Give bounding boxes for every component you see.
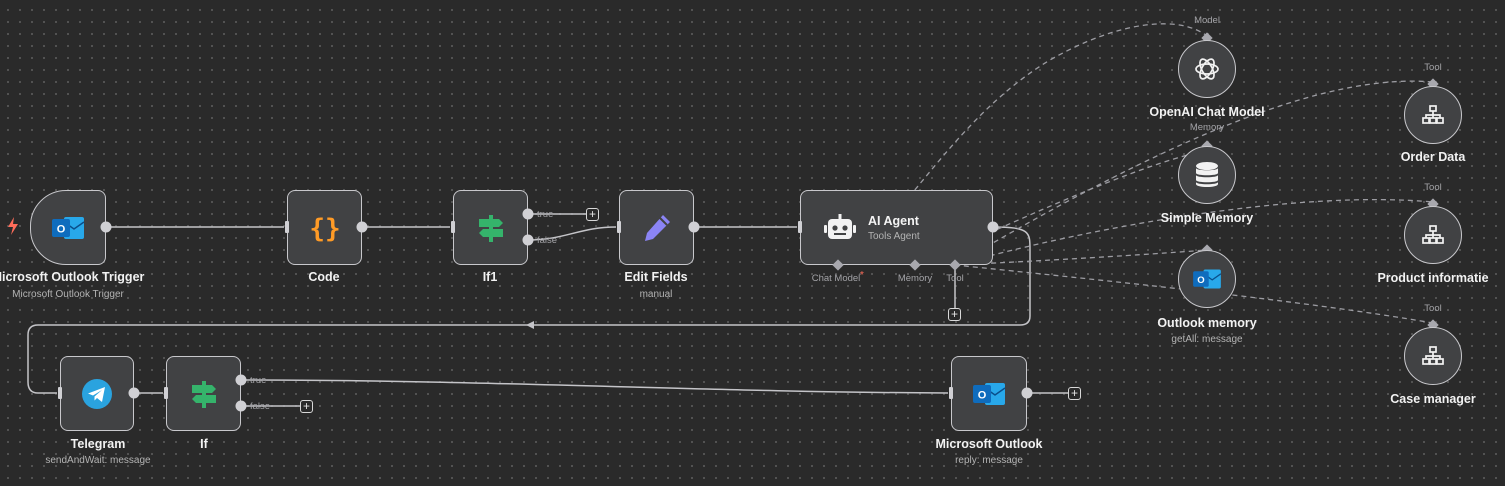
add-tool-button[interactable]: + [948,308,961,321]
sitemap-icon [1422,346,1444,365]
input-handle[interactable] [164,387,168,399]
tool-port-label: Tool [1424,182,1442,193]
output-handle-false[interactable] [235,400,247,412]
node-order-data[interactable] [1404,86,1462,144]
node-outlook-trigger[interactable]: O [30,190,106,265]
input-handle[interactable] [58,387,62,399]
node-telegram[interactable] [60,356,134,431]
false-port-label: false [537,235,558,246]
input-handle[interactable] [285,221,289,233]
node-product-informatie[interactable] [1404,206,1462,264]
false-port-label: false [250,401,271,412]
output-handle-true[interactable] [522,208,534,220]
output-handle[interactable] [356,221,368,233]
output-handle-true[interactable] [235,374,247,386]
node-code[interactable]: {} [287,190,362,265]
tool-port-label: Tool [946,273,964,284]
node-title: OpenAI Chat Model [1149,105,1265,119]
node-title: Outlook memory [1157,316,1257,330]
node-title: AI Agent [868,213,919,228]
node-edit-fields[interactable] [619,190,694,265]
memory-port-label: Memory [897,273,933,284]
node-title: If1 [482,270,498,284]
memory-port-label: Memory [1189,122,1225,133]
tool-port-label: Tool [1424,62,1442,73]
output-handle[interactable] [128,387,140,399]
node-if[interactable] [166,356,241,431]
svg-text:{}: {} [309,214,340,243]
node-title: Microsoft Outlook [935,437,1043,451]
node-subtitle: reply: message [955,455,1023,466]
output-handle[interactable] [1021,387,1033,399]
node-title: Edit Fields [624,270,688,284]
input-handle[interactable] [617,221,621,233]
node-subtitle: manual [639,289,673,300]
openai-icon [1195,58,1219,80]
sitemap-icon [1422,225,1444,244]
robot-icon [824,213,856,239]
add-node-button[interactable]: + [586,208,599,221]
input-handle[interactable] [949,387,953,399]
add-node-button[interactable]: + [1068,387,1081,400]
node-title: Case manager [1390,392,1476,406]
input-handle[interactable] [451,221,455,233]
output-handle[interactable] [987,221,999,233]
outlook-icon: O [52,216,85,239]
true-port-label: true [537,209,554,220]
node-microsoft-outlook[interactable]: O [951,356,1027,431]
node-title: If [200,437,208,451]
pencil-icon [644,214,670,241]
svg-text:O: O [57,223,66,235]
telegram-icon [82,378,112,409]
output-handle-false[interactable] [522,234,534,246]
node-title: Code [308,270,340,284]
tool-port-label: Tool [1424,303,1442,314]
trigger-bolt-icon [8,217,18,235]
node-title: Simple Memory [1160,211,1254,225]
signpost-icon [191,380,216,408]
code-braces-icon: {} [309,214,340,243]
node-subtitle: Tools Agent [868,230,920,242]
node-title: Product informatie [1377,271,1489,285]
database-icon [1196,162,1218,187]
add-node-button[interactable]: + [300,400,313,413]
required-mark: * [860,270,864,281]
node-case-manager[interactable] [1404,327,1462,385]
node-title: Telegram [70,437,126,451]
svg-text:O: O [1197,275,1204,286]
node-simple-memory[interactable] [1178,146,1236,204]
model-port-label: Model [1194,15,1220,26]
node-title: Microsoft Outlook Trigger [0,270,145,284]
outlook-icon: O [1193,269,1222,289]
node-subtitle: Microsoft Outlook Trigger [12,289,124,300]
node-subtitle: sendAndWait: message [45,455,151,466]
output-handle[interactable] [688,221,700,233]
chat-model-port-label: Chat Model [811,273,861,284]
outlook-icon: O [973,382,1006,405]
node-if1[interactable] [453,190,528,265]
node-title: Order Data [1400,150,1466,164]
input-handle[interactable] [798,221,802,233]
node-outlook-memory[interactable]: O [1178,250,1236,308]
true-port-label: true [250,375,267,386]
signpost-icon [478,214,503,242]
output-handle[interactable] [100,221,112,233]
svg-text:O: O [978,389,987,401]
node-subtitle: getAll: message [1171,334,1243,345]
sitemap-icon [1422,105,1444,124]
node-ai-agent[interactable]: AI Agent Tools Agent [800,190,993,265]
node-openai-chat-model[interactable] [1178,40,1236,98]
